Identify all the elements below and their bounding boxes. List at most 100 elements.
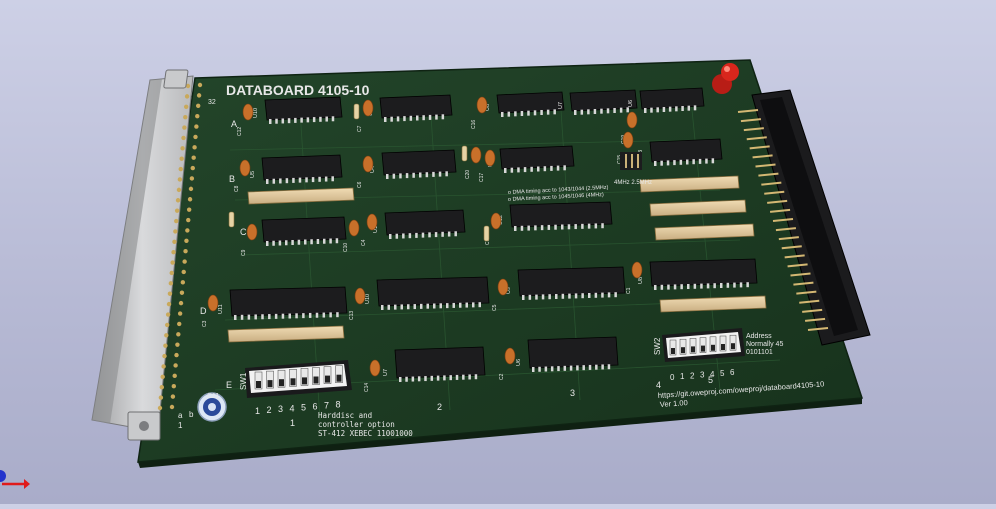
pin-1-label: 1	[178, 421, 183, 430]
ceramic-capacitor	[476, 96, 488, 114]
row-label-e: E	[226, 380, 232, 390]
sw1-ref: SW1	[239, 372, 248, 390]
column-number-4: 4	[656, 380, 661, 390]
cap-ref-label: C1	[626, 287, 632, 294]
chip-ref-label: U8	[638, 277, 644, 284]
chip-ref-label: U4	[370, 166, 376, 173]
ceramic-capacitor	[490, 212, 502, 230]
dma-note-1: o DMA timing acc to 1043/1044 (2.5MHz)	[508, 185, 609, 196]
ic-chip: U12	[498, 201, 613, 231]
sw1-pos-label: 2	[267, 405, 272, 415]
sw1-pos-label: 6	[313, 402, 318, 412]
ceramic-capacitor	[246, 223, 258, 241]
address-note-3: 0101101	[746, 349, 773, 356]
cap-ref-label: C4	[361, 239, 367, 246]
cap-ref-label: C16	[471, 120, 477, 129]
ic-chip: U9	[506, 266, 626, 300]
ceramic-capacitor	[354, 287, 366, 305]
cap-ref-label: C7	[357, 125, 363, 132]
sw2-pos-label: 2	[690, 371, 695, 380]
ic-chip: U8	[638, 258, 758, 290]
cap-ref-label: C12	[237, 127, 243, 136]
cap-ref-label: C6	[357, 181, 363, 188]
ceramic-capacitor	[497, 278, 509, 296]
ic-chip: U9	[368, 94, 453, 122]
cap-ref-label: C14	[364, 383, 370, 392]
option-note-2: controller option	[318, 420, 395, 429]
ceramic-capacitor	[239, 159, 251, 177]
ic-chip: U5	[250, 154, 343, 184]
ic-chip: U7	[383, 346, 486, 382]
row-label-d: D	[200, 306, 207, 316]
pcb-edge	[138, 398, 862, 468]
c11-label: C11	[207, 393, 219, 400]
pin-32-label: 32	[208, 99, 216, 106]
sw2-ref: SW2	[653, 337, 662, 355]
cap-ref-label: C17	[479, 173, 485, 182]
dma-note-2: o DMA timing acc to 1045/1046 (4MHz)	[508, 192, 604, 203]
ceramic-capacitor	[366, 213, 378, 231]
ic-chip: U1	[373, 209, 466, 239]
cap-ref-label: C5	[492, 304, 498, 311]
sw1-pos-label: 5	[301, 402, 306, 412]
ceramic-capacitor	[362, 155, 374, 173]
ceramic-capacitor	[362, 99, 374, 117]
ceramic-capacitor	[348, 219, 360, 237]
chip-ref-label: U1	[373, 226, 379, 233]
ic-chip: U8	[485, 91, 565, 117]
address-note-1: Address	[746, 333, 772, 340]
jumper-header	[620, 152, 642, 170]
sip-network	[649, 199, 747, 217]
chip-ref-label: U8	[485, 104, 491, 111]
row-label-a: A	[231, 119, 237, 129]
ceramic-capacitor	[484, 149, 496, 167]
sip-resistor-networks	[227, 175, 767, 343]
ic-chips: U10U9U8U7U6U5U4U3U13U2U1U12U11U10U9U8U7U…	[218, 87, 758, 382]
ribbon-header	[737, 89, 871, 346]
sw1-pos-label: 7	[324, 401, 329, 411]
cap-ref-label: C9	[241, 249, 247, 256]
edge-connector	[91, 69, 203, 441]
column-number-5: 5	[708, 375, 713, 385]
chip-ref-label: U6	[628, 100, 634, 107]
address-note-2: Normally 45	[746, 341, 783, 348]
ceramic-capacitor	[369, 359, 381, 377]
chip-ref-label: U6	[516, 359, 522, 366]
ic-chip: U4	[370, 149, 457, 179]
board-version: Ver 1.00	[660, 398, 689, 409]
led-indicator	[712, 63, 739, 94]
chip-ref-label: U11	[218, 304, 224, 314]
capacitors: C12C7C16C8C6C17C9C4C10C3C13C5C1C14C2C18C…	[202, 96, 643, 392]
sw2-pos-label: 3	[700, 371, 705, 380]
cap-ref-label: C10	[343, 243, 349, 252]
col-a-label: a	[178, 411, 183, 420]
ic-chip: U2	[250, 216, 347, 246]
sw2-dip-switch[interactable]	[662, 328, 745, 362]
board-title: DATABOARD 4105-10	[226, 82, 370, 98]
axis-gizmo	[0, 470, 30, 489]
sw2-pos-label: 1	[680, 372, 685, 381]
sip-network	[659, 295, 767, 313]
sw2-pos-label: 5	[720, 369, 725, 378]
ic-chip: U6	[516, 336, 619, 372]
resistors	[228, 103, 490, 242]
chip-ref-label: U7	[383, 369, 389, 376]
row-label-c: C	[240, 227, 247, 237]
ic-chip: U13	[638, 138, 723, 166]
column-number-2: 2	[437, 402, 442, 412]
sw1-pos-label: 1	[255, 406, 260, 416]
sw1-dip-switch[interactable]	[245, 360, 352, 398]
ic-chip: U10	[365, 276, 490, 310]
sw1-pos-label: 8	[336, 400, 341, 410]
ic-chip: U11	[218, 286, 348, 320]
sw2-pos-label: 0	[670, 373, 675, 382]
sip-network	[247, 187, 355, 205]
ceramic-capacitor	[622, 131, 634, 149]
chip-ref-label: U10	[253, 108, 259, 118]
sw2-pos-label: 6	[730, 368, 735, 377]
sw1-pos-label: 3	[278, 404, 283, 414]
